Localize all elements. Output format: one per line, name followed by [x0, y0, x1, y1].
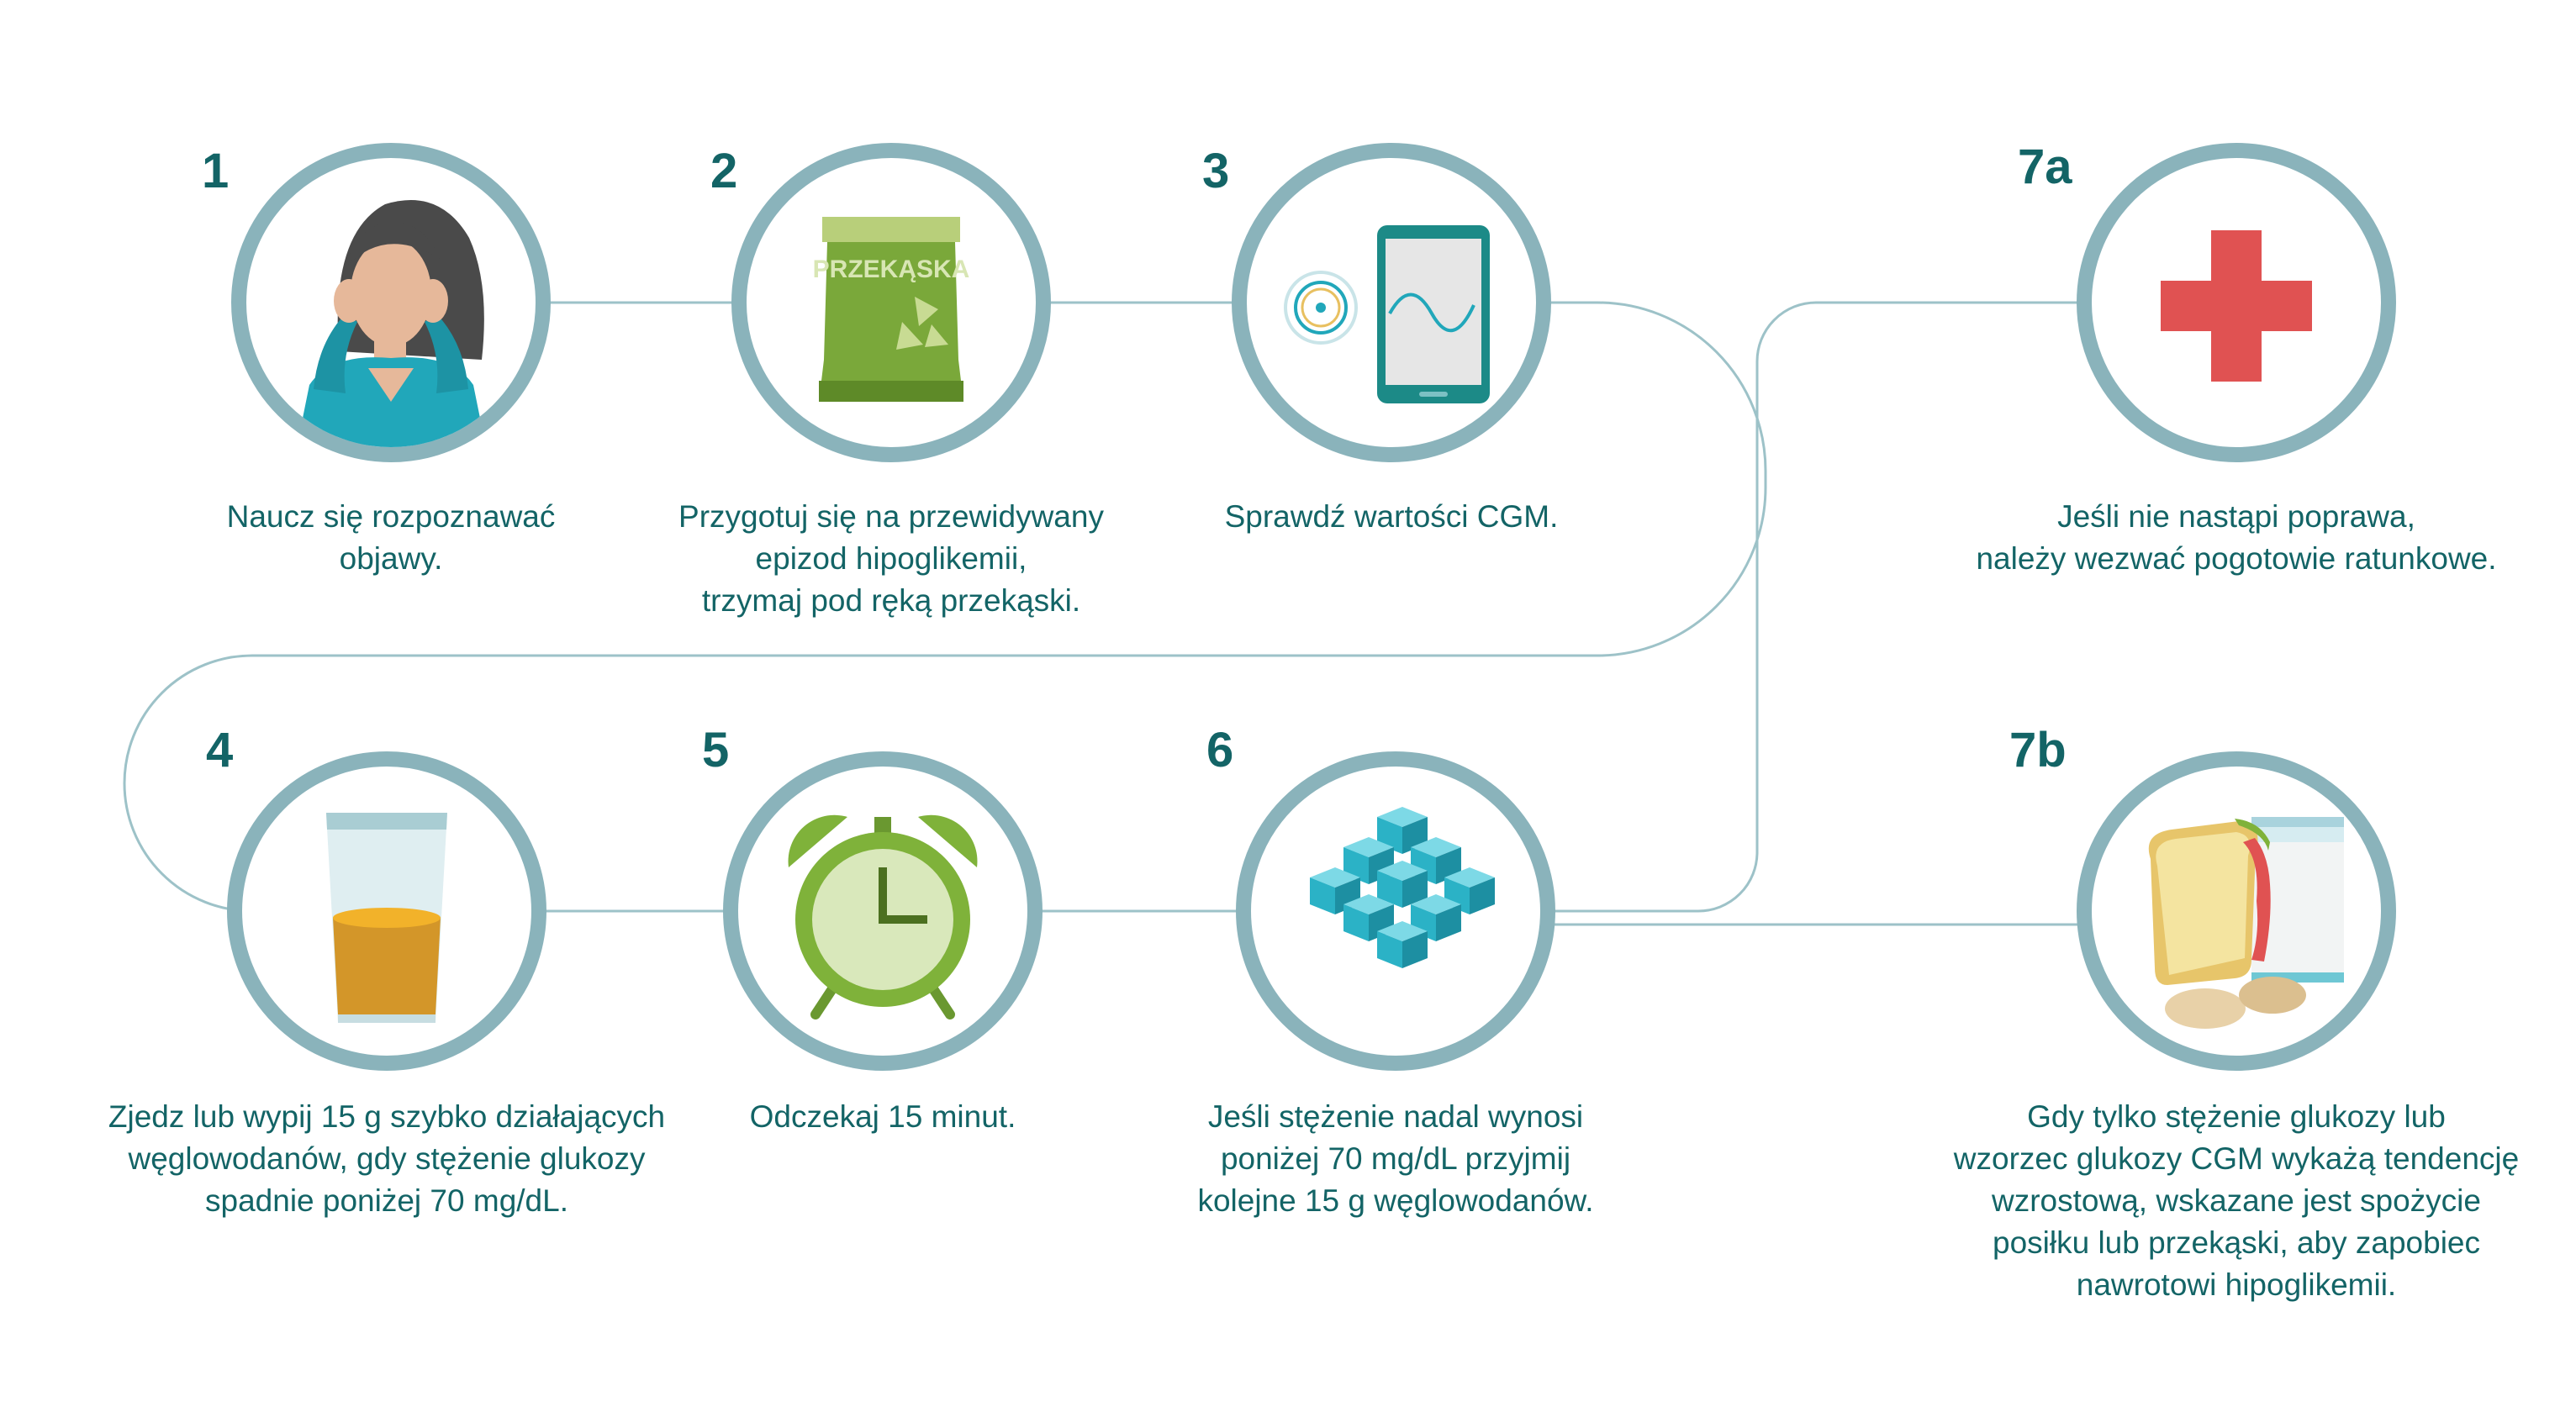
step-caption: Jeśli stężenie nadal wynosi poniżej 70 m…	[1197, 1099, 1594, 1218]
juice-glass-icon	[326, 813, 447, 1023]
step-caption: Jeśli nie nastąpi poprawa, należy wezwać…	[1976, 499, 2497, 576]
step-number: 7a	[2018, 140, 2072, 194]
snack-bag-label: PRZEKĄSKA	[813, 256, 970, 283]
step-caption: Odczekaj 15 minut.	[749, 1099, 1016, 1134]
connector-3-4	[123, 301, 1767, 913]
woman-headache-icon	[297, 200, 486, 447]
snack-bag-icon: PRZEKĄSKA	[813, 217, 970, 402]
step-icon-ring	[2077, 143, 2396, 462]
step-number: 5	[702, 723, 730, 777]
alarm-clock-icon	[788, 814, 978, 1019]
step-caption: Zjedz lub wypij 15 g szybko działających…	[108, 1099, 666, 1218]
step-number: 2	[710, 144, 738, 198]
sandwich-milk-icon	[2148, 817, 2344, 1029]
step-icon-ring	[227, 751, 546, 1071]
step-caption: Sprawdź wartości CGM.	[1224, 499, 1559, 534]
step-icon-ring	[1232, 143, 1551, 462]
step-icon-ring	[2077, 751, 2396, 1071]
sugar-cubes-icon	[1310, 807, 1495, 968]
step-caption: Gdy tylko stężenie glukozy lub wzorzec g…	[1953, 1099, 2520, 1302]
cgm-phone-icon	[1284, 225, 1490, 403]
medical-cross-icon	[2161, 230, 2312, 382]
step-number: 1	[202, 144, 230, 198]
step-icon-ring: PRZEKĄSKA	[731, 143, 1051, 462]
step-number: 3	[1202, 144, 1230, 198]
step-number: 4	[206, 723, 234, 777]
step-icon-ring	[1236, 751, 1555, 1071]
step-icon-ring	[231, 143, 551, 462]
step-icon-ring	[723, 751, 1043, 1071]
step-caption: Naucz się rozpoznawać objawy.	[226, 499, 556, 576]
step-number: 7b	[2009, 723, 2067, 777]
step-caption: Przygotuj się na przewidywany epizod hip…	[678, 499, 1104, 618]
connector-6-7a	[1547, 301, 2085, 913]
step-number: 6	[1206, 723, 1234, 777]
